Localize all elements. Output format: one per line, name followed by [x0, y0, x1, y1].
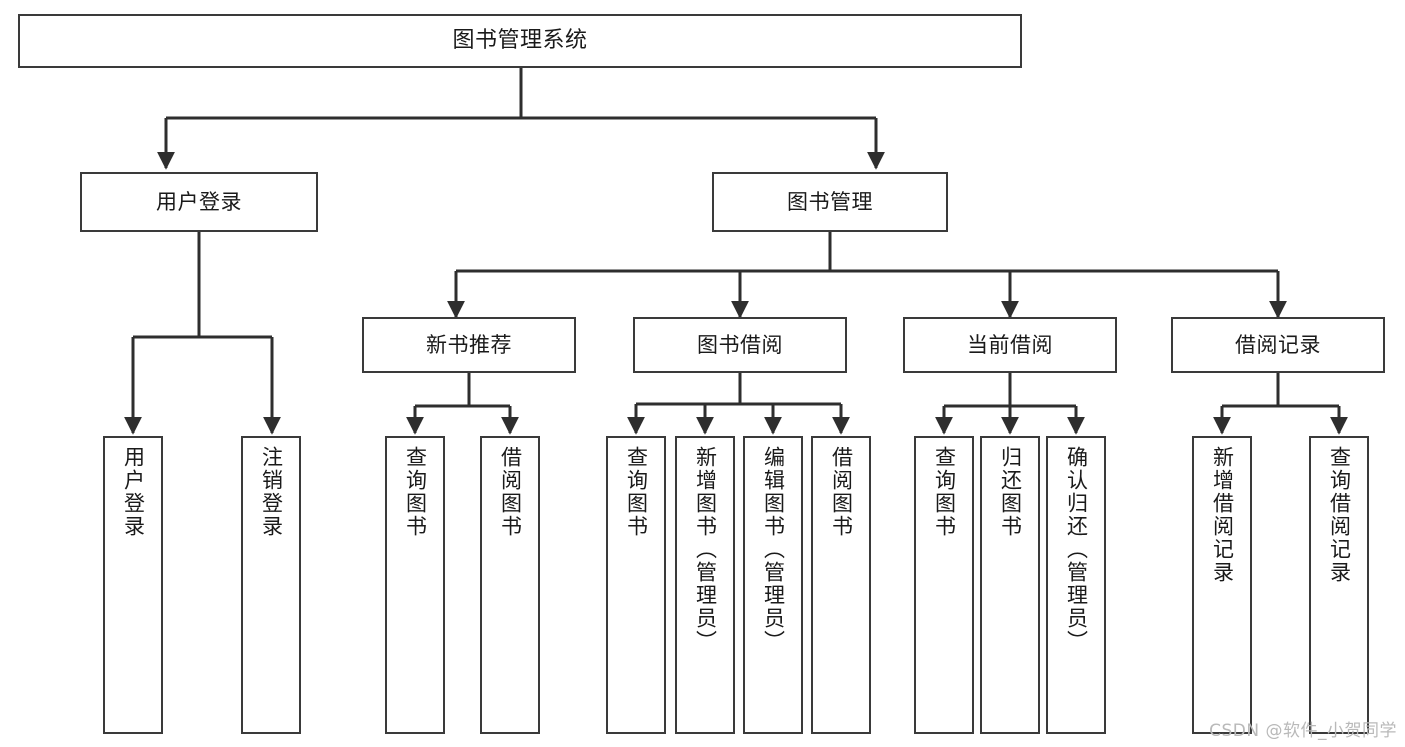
- node-label: 用户登录: [121, 446, 146, 538]
- node-label: 注销登录: [259, 446, 284, 538]
- node-label: 编辑图书（管理员）: [761, 446, 786, 653]
- node-label: 用户登录: [156, 189, 242, 214]
- node-book-management[interactable]: 图书管理: [712, 172, 948, 232]
- node-label: 借阅记录: [1235, 332, 1321, 357]
- node-current-borrow[interactable]: 当前借阅: [903, 317, 1117, 373]
- node-root-system[interactable]: 图书管理系统: [18, 14, 1022, 68]
- node-leaf-user-logout[interactable]: 注销登录: [241, 436, 301, 734]
- node-label: 查询借阅记录: [1327, 446, 1352, 584]
- node-label: 查询图书: [624, 446, 649, 538]
- node-leaf-borrow-edit-book[interactable]: 编辑图书（管理员）: [743, 436, 803, 734]
- node-label: 图书借阅: [697, 332, 783, 357]
- node-leaf-current-query-book[interactable]: 查询图书: [914, 436, 974, 734]
- node-leaf-borrow-add-book[interactable]: 新增图书（管理员）: [675, 436, 735, 734]
- node-leaf-recommend-query-book[interactable]: 查询图书: [385, 436, 445, 734]
- node-label: 新增借阅记录: [1210, 446, 1235, 584]
- node-label: 图书管理: [787, 189, 873, 214]
- node-label: 查询图书: [932, 446, 957, 538]
- node-leaf-current-confirm-return[interactable]: 确认归还（管理员）: [1046, 436, 1106, 734]
- node-new-book-recommend[interactable]: 新书推荐: [362, 317, 576, 373]
- node-label: 借阅图书: [829, 446, 854, 538]
- node-label: 新增图书（管理员）: [693, 446, 718, 653]
- node-leaf-record-query[interactable]: 查询借阅记录: [1309, 436, 1369, 734]
- node-leaf-record-add[interactable]: 新增借阅记录: [1192, 436, 1252, 734]
- node-label: 当前借阅: [967, 332, 1053, 357]
- node-label: 查询图书: [403, 446, 428, 538]
- node-label: 新书推荐: [426, 332, 512, 357]
- node-leaf-current-return-book[interactable]: 归还图书: [980, 436, 1040, 734]
- node-label: 确认归还（管理员）: [1064, 446, 1089, 653]
- node-borrow-record[interactable]: 借阅记录: [1171, 317, 1385, 373]
- node-leaf-user-login[interactable]: 用户登录: [103, 436, 163, 734]
- node-label: 归还图书: [998, 446, 1023, 538]
- node-book-borrow[interactable]: 图书借阅: [633, 317, 847, 373]
- node-label: 图书管理系统: [452, 28, 588, 54]
- node-leaf-borrow-borrow-book[interactable]: 借阅图书: [811, 436, 871, 734]
- node-leaf-borrow-query-book[interactable]: 查询图书: [606, 436, 666, 734]
- node-label: 借阅图书: [498, 446, 523, 538]
- node-user-login[interactable]: 用户登录: [80, 172, 318, 232]
- node-leaf-recommend-borrow-book[interactable]: 借阅图书: [480, 436, 540, 734]
